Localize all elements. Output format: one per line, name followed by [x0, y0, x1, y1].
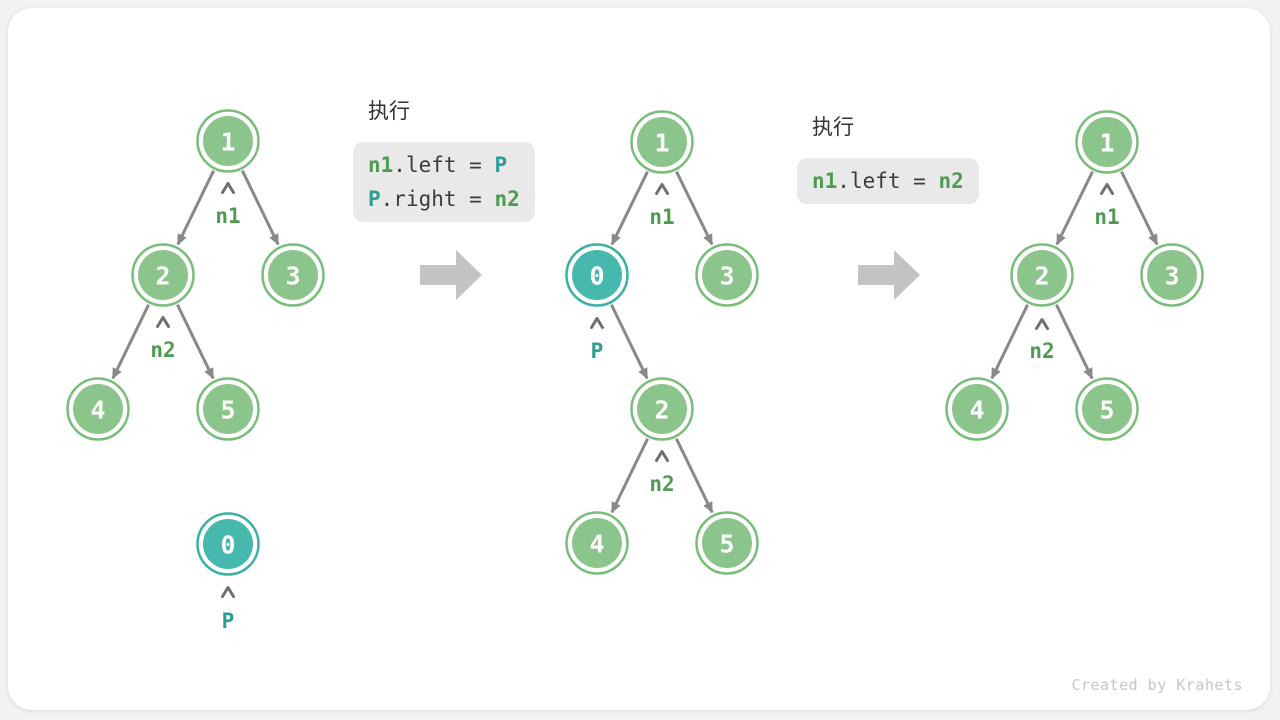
tree-after: 1 2 3 4 5 n1 n2: [945, 110, 1204, 441]
tree-before: 1 2 3 4 5 0 n1 n2P: [66, 109, 325, 633]
tree-node-value: 5: [719, 530, 734, 559]
proceed-arrow-shape: [420, 250, 482, 300]
tree-node-value: 0: [220, 531, 235, 560]
pointer-caret-icon: [1035, 318, 1049, 330]
tree-node-1: [637, 117, 687, 167]
code-line: P.right = n2: [368, 182, 520, 216]
tree-node-4: [572, 518, 622, 568]
pointer-caret-icon: [221, 586, 235, 598]
tree-node-5: [1082, 384, 1132, 434]
code-line: n1.left = P: [368, 148, 520, 182]
tree-node-2: [637, 384, 687, 434]
tree-node-value: 3: [1164, 262, 1179, 291]
tree-node-4: [73, 384, 123, 434]
tree-edge: [176, 304, 215, 380]
tree-node-value: 3: [719, 262, 734, 291]
tree-node-value: 0: [589, 262, 604, 291]
tree-node-3: [702, 250, 752, 300]
tree-edge: [610, 438, 649, 514]
tree-edge: [990, 304, 1029, 380]
tree-node-2: [1017, 250, 1067, 300]
pointer-caret-icon: [590, 317, 604, 329]
pointer-label-n1: n1: [649, 205, 674, 229]
watermark: Created by Krahets: [1071, 676, 1243, 694]
code-token: n1: [368, 153, 394, 177]
tree-edge: [1055, 170, 1094, 246]
code-token: .left =: [837, 169, 939, 193]
tree-node-0: [572, 250, 622, 300]
code-token: n2: [938, 169, 964, 193]
code-snippet: n1.left = n2: [797, 158, 979, 204]
tree-node-4: [952, 384, 1002, 434]
tree-node-value: 1: [654, 129, 669, 158]
tree-node-3: [268, 250, 318, 300]
code-token: P: [494, 153, 508, 177]
pointer-label-n1: n1: [215, 204, 240, 228]
tree-node-value: 4: [969, 396, 984, 425]
code-token: n2: [494, 187, 520, 211]
pointer-label-n2: n2: [1029, 339, 1054, 363]
pointer-caret-icon: [156, 316, 170, 328]
tree-edge: [610, 304, 649, 380]
tree-node-value: 2: [1034, 262, 1049, 291]
tree-node-5: [203, 384, 253, 434]
tree-node-value: 4: [90, 396, 105, 425]
tree-node-value: 5: [220, 396, 235, 425]
tree-node-value: 2: [654, 396, 669, 425]
code-token: P: [368, 187, 381, 211]
code-token: .right =: [380, 187, 495, 211]
pointer-label-n2: n2: [649, 472, 674, 496]
exec-title: 执行: [368, 100, 410, 123]
exec-title: 执行: [812, 116, 854, 139]
tree-node-value: 4: [589, 530, 604, 559]
tree-edge: [610, 170, 649, 246]
tree-node-value: 1: [1099, 129, 1114, 158]
tree-edge: [1055, 304, 1094, 380]
code-token: .left =: [393, 153, 495, 177]
tree-node-0: [203, 519, 253, 569]
tree-node-2: [138, 250, 188, 300]
tree-node-5: [702, 518, 752, 568]
pointer-caret-icon: [221, 182, 235, 194]
proceed-arrow: [858, 250, 920, 300]
tree-node-value: 5: [1099, 396, 1114, 425]
pointer-caret-icon: [655, 450, 669, 462]
pointer-label-P: P: [222, 609, 235, 633]
pointer-caret-icon: [1100, 183, 1114, 195]
tree-node-1: [1082, 117, 1132, 167]
pointer-caret-icon: [655, 183, 669, 195]
exec-block-2: 执行 n1.left = n2: [797, 115, 979, 204]
tree-node-value: 1: [220, 128, 235, 157]
tree-edge: [111, 304, 150, 380]
tree-edge: [176, 170, 215, 246]
tree-edge: [675, 170, 714, 246]
pointer-label-n2: n2: [150, 338, 175, 362]
tree-edge: [1120, 170, 1159, 246]
tree-edge: [241, 170, 280, 246]
tree-edge: [675, 438, 714, 514]
proceed-arrow: [420, 250, 482, 300]
code-line: n1.left = n2: [812, 164, 964, 198]
tree-node-value: 2: [155, 262, 170, 291]
proceed-arrow-shape: [858, 250, 920, 300]
tree-node-1: [203, 116, 253, 166]
tree-node-3: [1147, 250, 1197, 300]
pointer-label-P: P: [591, 339, 604, 363]
code-token: n1: [812, 169, 838, 193]
pointer-label-n1: n1: [1094, 205, 1119, 229]
tree-node-value: 3: [285, 262, 300, 291]
